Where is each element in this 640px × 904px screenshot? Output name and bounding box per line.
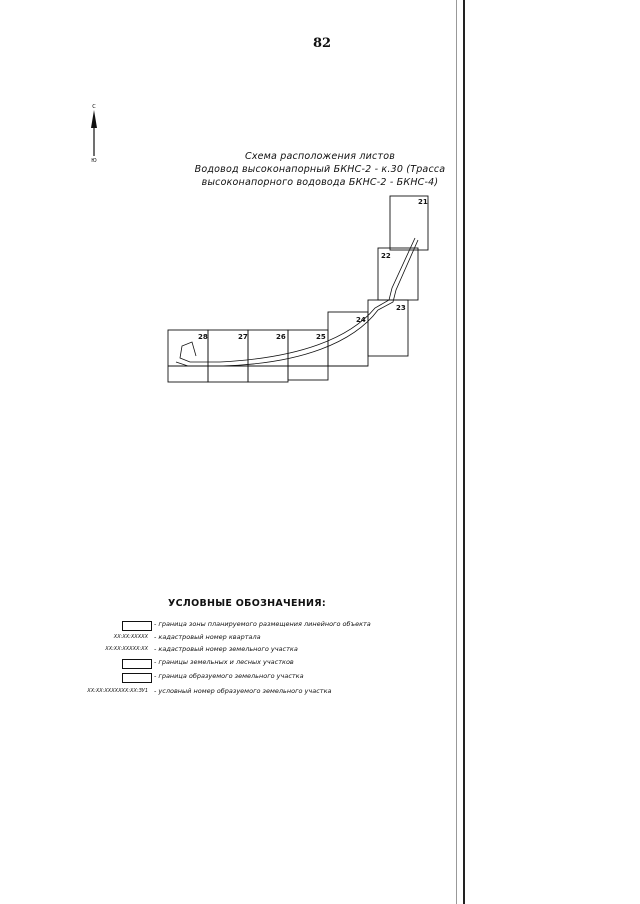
legend-item-land-boundaries: - границы земельных и лесных участков bbox=[100, 658, 400, 670]
sheet-number-22: 22 bbox=[381, 252, 391, 260]
legend-item-quarter-number: ХХ:ХХ:ХХХХХ - кадастровый номер квартала bbox=[100, 633, 400, 645]
pipeline-route bbox=[175, 237, 419, 367]
north-arrow-icon: С Ю bbox=[91, 104, 97, 162]
legend-item-new-parcel-boundary: - граница образуемого земельного участка bbox=[100, 672, 400, 684]
legend-item-conditional-number: ХХ:ХХ:ХХХХХХХ:ХХ:ЗУ1 - условный номер об… bbox=[87, 687, 400, 699]
sheet-number-23: 23 bbox=[396, 304, 406, 312]
legend-title: УСЛОВНЫЕ ОБОЗНАЧЕНИЯ: bbox=[168, 598, 327, 609]
binding-line-left bbox=[456, 0, 457, 904]
scheme-title-line2: Водовод высоконапорный БКНС-2 - к.30 (Тр… bbox=[194, 164, 446, 175]
binding-line-right bbox=[463, 0, 465, 904]
scheme-title-line1: Схема расположения листов bbox=[244, 151, 396, 162]
legend-swatch-new-parcel bbox=[122, 673, 152, 683]
sheet-number-24: 24 bbox=[356, 316, 366, 324]
sheet-number-25: 25 bbox=[316, 333, 326, 341]
legend-label: - условный номер образуемого земельного … bbox=[154, 687, 332, 695]
legend-label: - кадастровый номер квартала bbox=[154, 633, 261, 641]
sheet-28-frame bbox=[167, 329, 209, 383]
scheme-title: Схема расположения листов Водовод высоко… bbox=[190, 150, 450, 189]
sheet-layout-scheme: 21 22 23 24 25 26 27 28 bbox=[167, 195, 429, 383]
legend-label: - кадастровый номер земельного участка bbox=[154, 645, 298, 653]
north-label: С bbox=[92, 104, 96, 110]
legend-swatch-parcel: ХХ:ХХ:ХХХХХ:ХХ bbox=[105, 646, 148, 652]
legend-label: - границы земельных и лесных участков bbox=[154, 658, 294, 666]
page-number: 82 bbox=[312, 36, 332, 51]
sheet-number-28: 28 bbox=[198, 333, 208, 341]
sheet-21-frame bbox=[389, 195, 429, 251]
legend-item-parcel-number: ХХ:ХХ:ХХХХХ:ХХ - кадастровый номер земел… bbox=[100, 645, 400, 657]
south-label: Ю bbox=[91, 158, 97, 162]
sheet-number-27: 27 bbox=[238, 333, 248, 341]
legend-swatch-conditional: ХХ:ХХ:ХХХХХХХ:ХХ:ЗУ1 bbox=[87, 688, 148, 694]
legend-swatch-zone bbox=[122, 621, 152, 631]
scheme-title-line3: высоконапорного водовода БКНС-2 - БКНС-4… bbox=[201, 177, 439, 188]
legend-item-zone-boundary: - граница зоны планируемого размещения л… bbox=[100, 620, 400, 632]
legend-swatch-land bbox=[122, 659, 152, 669]
sheet-number-26: 26 bbox=[276, 333, 286, 341]
legend-label: - граница зоны планируемого размещения л… bbox=[154, 620, 371, 628]
legend-label: - граница образуемого земельного участка bbox=[154, 672, 304, 680]
legend-swatch-quarter: ХХ:ХХ:ХХХХХ bbox=[113, 634, 148, 640]
sheet-number-21: 21 bbox=[418, 198, 428, 206]
